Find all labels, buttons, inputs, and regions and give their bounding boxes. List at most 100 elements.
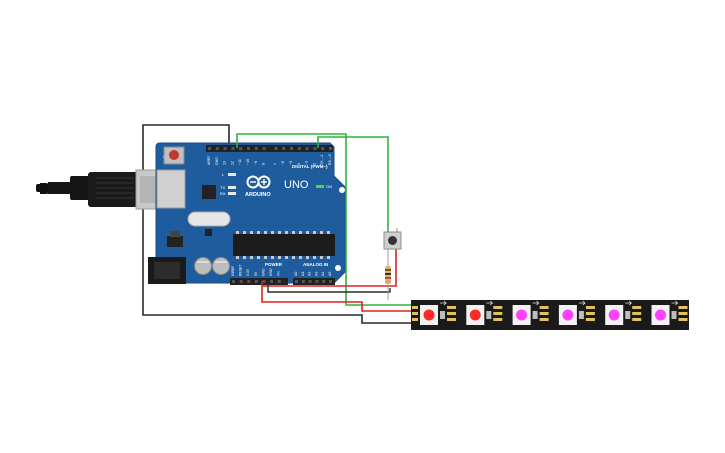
black-wire-gnd[interactable] [142,124,412,324]
analog-header-label: ANALOG IN [303,262,328,267]
header-pin[interactable] [305,147,309,150]
resistor[interactable] [385,249,391,300]
header-pin[interactable] [262,280,266,283]
header-pin[interactable] [329,280,332,283]
header-pin[interactable] [254,147,258,150]
header-pin[interactable] [313,147,317,150]
header-pin[interactable] [232,280,235,283]
pin-label: GND [269,268,273,276]
pin-label: A2 [308,272,312,276]
header-pin[interactable] [315,280,319,283]
header-pin[interactable] [247,147,250,150]
header-pin[interactable] [208,147,211,150]
led-pixel[interactable] [466,300,503,325]
arrow-icon [578,300,586,306]
digital-header-label: DIGITAL (PWM~) [292,164,328,169]
chip-pin [299,256,302,259]
small-chip [205,229,212,236]
led-rx-label: RX [220,191,226,196]
pin-label: RESET [239,265,243,276]
pin-label: TX→1 [320,155,324,165]
chip-pin [271,256,274,259]
chip-pin [306,256,309,259]
strip-pad[interactable] [412,306,418,309]
chip-pin [327,231,330,234]
pin-label: ~3 [305,161,309,165]
chip-pin [292,231,295,234]
chip-pin [285,256,288,259]
strip-pad[interactable] [412,318,418,321]
header-pin[interactable] [262,147,266,150]
chip-pin [257,231,260,234]
green-wire-pin13[interactable] [236,133,412,306]
header-pin[interactable] [239,147,243,150]
header-pin[interactable] [239,280,243,283]
chip-pin [250,256,253,259]
red-wire-5v-button[interactable] [262,249,397,287]
pin-label: A4 [321,272,325,276]
header-pin[interactable] [274,147,278,150]
header-pin[interactable] [231,147,235,150]
pin-label: 3.3V [246,268,250,276]
regulator-tab [170,231,180,237]
green-wire-pin2[interactable] [317,136,389,233]
red-wire-5v-strip[interactable] [261,281,412,312]
pushbutton[interactable] [383,228,402,250]
header-pin[interactable] [254,280,258,283]
usb-port [156,169,186,209]
chip-pin [327,256,330,259]
header-pin[interactable] [329,147,332,150]
led-tx-label: TX [220,185,225,190]
led-pixel[interactable] [651,300,688,325]
power-header-label: POWER [265,262,283,267]
chip-pin [264,256,267,259]
pin-label: Vin [277,271,281,276]
header-pin[interactable] [247,280,251,283]
mount-hole [339,187,345,193]
header-pin[interactable] [282,147,286,150]
led-pixel[interactable] [558,300,595,325]
pin-label: GND [215,157,219,165]
arrow-icon [440,300,447,306]
chip-pin [313,256,316,259]
board-brand: ARDUINO [245,192,271,198]
chip-pin [278,231,281,234]
chip-pin [264,231,267,234]
arrow-icon [625,300,633,306]
led-l-label: L [222,172,225,177]
usb-cable [36,169,172,210]
pin-label: ~6 [281,161,285,165]
regulator-chip [167,236,183,247]
led-pixel[interactable] [420,300,456,325]
header-pin[interactable] [270,280,273,283]
header-pin[interactable] [215,147,219,150]
header-pin[interactable] [301,280,305,283]
strip-pad[interactable] [412,312,418,315]
usb-chip [202,185,216,199]
chip-pin [299,231,302,234]
pin-label: 12 [230,161,234,165]
chip-pin [257,256,260,259]
neopixel-led-strip[interactable] [411,300,689,330]
chip-pin [243,231,246,234]
led-pixel[interactable] [512,300,549,325]
chip-pin [306,231,309,234]
header-pin[interactable] [321,147,325,150]
pin-label: 7 [273,163,277,165]
chip-pin [243,256,246,259]
header-pin[interactable] [297,147,301,150]
pin-label: 13 [223,161,227,165]
header-pin[interactable] [295,280,298,283]
led-rx-indicator [228,192,236,195]
chip-pin [271,231,274,234]
led-pixel[interactable] [605,300,642,325]
pin-label: IOREF [231,266,235,276]
header-pin[interactable] [277,280,281,283]
header-pin[interactable] [290,147,293,150]
header-pin[interactable] [223,147,227,150]
chip-pin [292,256,295,259]
black-wire-gnd-bottom[interactable] [267,281,391,293]
header-pin[interactable] [322,280,326,283]
header-pin[interactable] [308,280,312,283]
